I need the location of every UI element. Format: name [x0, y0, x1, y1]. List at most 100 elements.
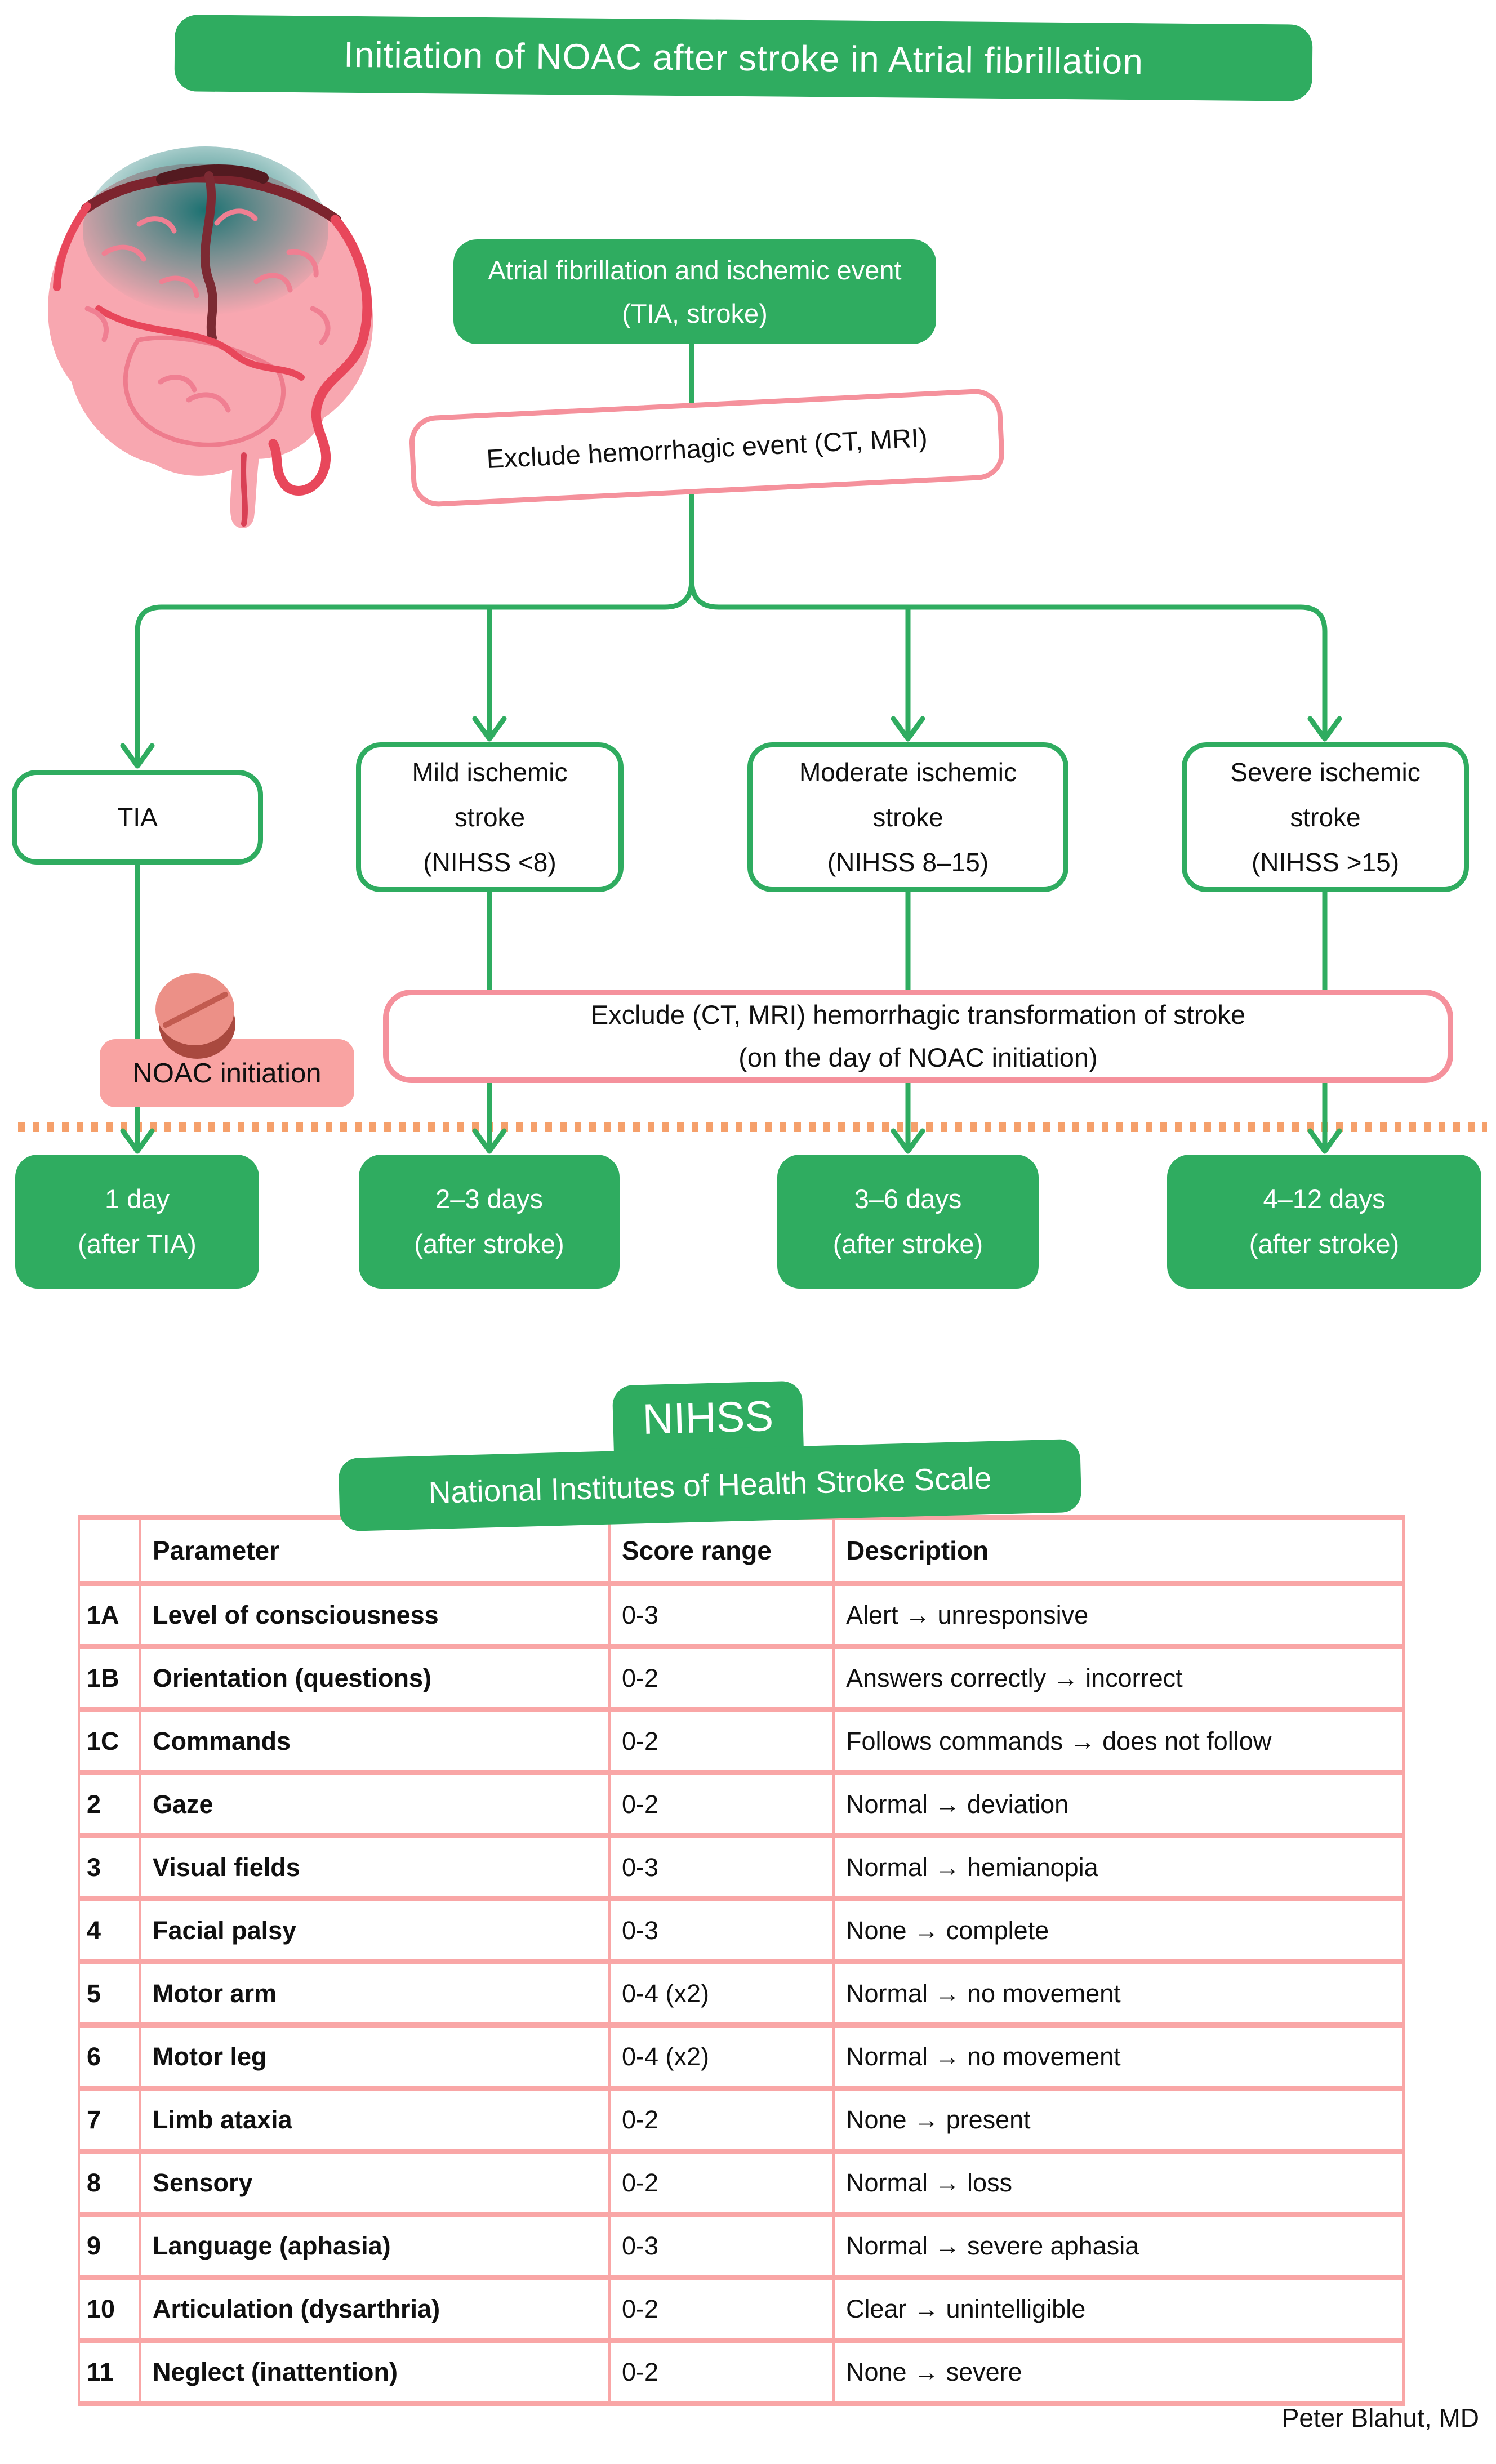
author-credit: Peter Blahut, MD: [1281, 2403, 1479, 2432]
row-number-cell: 11: [78, 2338, 141, 2406]
description-cell: Normal → hemianopia: [832, 1833, 1405, 1901]
arrowhead-moderate: [891, 716, 925, 742]
row-number-cell: 7: [78, 2086, 141, 2154]
table-row: 8 Sensory 0-2 Normal → loss: [78, 2149, 1405, 2217]
exclude-transformation-node: Exclude (CT, MRI) hemorrhagic transforma…: [383, 990, 1453, 1083]
score-range-cell: 0-3: [608, 1581, 835, 1649]
description-cell: Clear → unintelligible: [832, 2275, 1405, 2343]
arrowhead-moderate-timing: [891, 1128, 925, 1154]
table-row: 10 Articulation (dysarthria) 0-2 Clear →…: [78, 2275, 1405, 2343]
table-row: 3 Visual fields 0-3 Normal → hemianopia: [78, 1833, 1405, 1901]
column-header-description: Description: [832, 1515, 1405, 1586]
score-range-cell: 0-3: [608, 1896, 835, 1964]
description-cell: None → present: [832, 2086, 1405, 2154]
branch-severe-label: Severe ischemic stroke: [1230, 758, 1421, 832]
row-number-cell: 1A: [78, 1581, 141, 1649]
arrowhead-tia-timing: [120, 1128, 155, 1154]
row-number-cell: 1C: [78, 1707, 141, 1775]
table-row: 1B Orientation (questions) 0-2 Answers c…: [78, 1644, 1405, 1712]
parameter-cell: Limb ataxia: [139, 2086, 611, 2154]
description-cell: Normal → no movement: [832, 1959, 1405, 2028]
arrowhead-severe-timing: [1307, 1128, 1342, 1154]
branch-moderate-criteria: (NIHSS 8–15): [827, 848, 989, 877]
row-number-cell: 1B: [78, 1644, 141, 1712]
flow-start-node: Atrial fibrillation and ischemic event (…: [453, 239, 936, 344]
parameter-cell: Visual fields: [139, 1833, 611, 1901]
branch-severe-criteria: (NIHSS >15): [1251, 848, 1400, 877]
connector-stem-right: [689, 341, 1328, 738]
description-cell: Follows commands → does not follow: [832, 1707, 1405, 1775]
description-cell: Alert → unresponsive: [832, 1581, 1405, 1649]
vessel-left: [53, 202, 91, 291]
arrowhead-mild: [472, 716, 507, 742]
vessel-top-dark: [81, 172, 341, 225]
pill-icon: [155, 973, 235, 1059]
description-cell: None → complete: [832, 1896, 1405, 1964]
row-number-cell: 2: [78, 1770, 141, 1838]
parameter-cell: Motor arm: [139, 1959, 611, 2028]
timing-tia: 1 day (after TIA): [15, 1155, 259, 1289]
description-cell: Answers correctly → incorrect: [832, 1644, 1405, 1712]
exclude-transformation-line1: Exclude (CT, MRI) hemorrhagic transforma…: [590, 1000, 1246, 1030]
exclude-transformation-line2: (on the day of NOAC initiation): [738, 1042, 1098, 1072]
parameter-cell: Facial palsy: [139, 1896, 611, 1964]
vessel-top-core: [156, 164, 269, 185]
timing-mild: 2–3 days (after stroke): [359, 1155, 620, 1289]
row-number-cell: 4: [78, 1896, 141, 1964]
corner-header-cell: [78, 1515, 141, 1586]
timing-moderate-days: 3–6 days: [854, 1184, 962, 1214]
score-range-cell: 0-3: [608, 2212, 835, 2280]
timing-mild-note: (after stroke): [414, 1229, 564, 1259]
parameter-cell: Gaze: [139, 1770, 611, 1838]
vessel-brainstem: [241, 452, 248, 527]
score-range-cell: 0-2: [608, 2275, 835, 2343]
table-row: 9 Language (aphasia) 0-3 Normal → severe…: [78, 2212, 1405, 2280]
column-header-score-range: Score range: [608, 1515, 835, 1586]
parameter-cell: Orientation (questions): [139, 1644, 611, 1712]
score-range-cell: 0-3: [608, 1833, 835, 1901]
row-number-cell: 3: [78, 1833, 141, 1901]
table-row: 7 Limb ataxia 0-2 None → present: [78, 2086, 1405, 2154]
vessel-right-main: [268, 215, 372, 496]
timing-severe-days: 4–12 days: [1263, 1184, 1386, 1214]
vessel-middle: [95, 305, 305, 381]
score-range-cell: 0-2: [608, 2149, 835, 2217]
parameter-cell: Commands: [139, 1707, 611, 1775]
description-cell: Normal → deviation: [832, 1770, 1405, 1838]
branch-moderate-label: Moderate ischemic stroke: [799, 758, 1017, 832]
branch-mild-label: Mild ischemic stroke: [412, 758, 568, 832]
table-row: 2 Gaze 0-2 Normal → deviation: [78, 1770, 1405, 1838]
branch-moderate-stroke: Moderate ischemic stroke (NIHSS 8–15): [747, 742, 1068, 892]
arrowhead-mild-timing: [472, 1128, 507, 1154]
nihss-table: Parameter Score range Description 1A Lev…: [78, 1515, 1405, 2406]
brain-gyri: [84, 208, 331, 413]
row-number-cell: 10: [78, 2275, 141, 2343]
branch-tia-label: TIA: [117, 803, 158, 832]
score-range-cell: 0-2: [608, 2086, 835, 2154]
table-row: 11 Neglect (inattention) 0-2 None → seve…: [78, 2338, 1405, 2406]
branch-mild-stroke: Mild ischemic stroke (NIHSS <8): [356, 742, 624, 892]
parameter-cell: Language (aphasia): [139, 2212, 611, 2280]
description-cell: Normal → no movement: [832, 2022, 1405, 2091]
timing-severe-note: (after stroke): [1249, 1229, 1400, 1259]
timing-mild-days: 2–3 days: [435, 1184, 543, 1214]
branch-severe-stroke: Severe ischemic stroke (NIHSS >15): [1182, 742, 1469, 892]
parameter-cell: Neglect (inattention): [139, 2338, 611, 2406]
arrowhead-severe: [1307, 716, 1342, 742]
score-range-cell: 0-4 (x2): [608, 1959, 835, 2028]
score-range-cell: 0-2: [608, 2338, 835, 2406]
timing-tia-days: 1 day: [105, 1184, 170, 1214]
table-row: 1C Commands 0-2 Follows commands → does …: [78, 1707, 1405, 1775]
brain-illustration: [48, 146, 373, 529]
score-range-cell: 0-2: [608, 1644, 835, 1712]
timing-moderate: 3–6 days (after stroke): [777, 1155, 1039, 1289]
parameter-cell: Level of consciousness: [139, 1581, 611, 1649]
nihss-score-table: Parameter Score range Description 1A Lev…: [78, 1515, 1405, 2406]
row-number-cell: 6: [78, 2022, 141, 2091]
noac-initiation-label: NOAC initiation: [100, 1039, 354, 1107]
parameter-cell: Articulation (dysarthria): [139, 2275, 611, 2343]
parameter-cell: Motor leg: [139, 2022, 611, 2091]
vessel-central: [201, 171, 217, 342]
arrowhead-tia: [120, 743, 155, 769]
description-cell: Normal → severe aphasia: [832, 2212, 1405, 2280]
